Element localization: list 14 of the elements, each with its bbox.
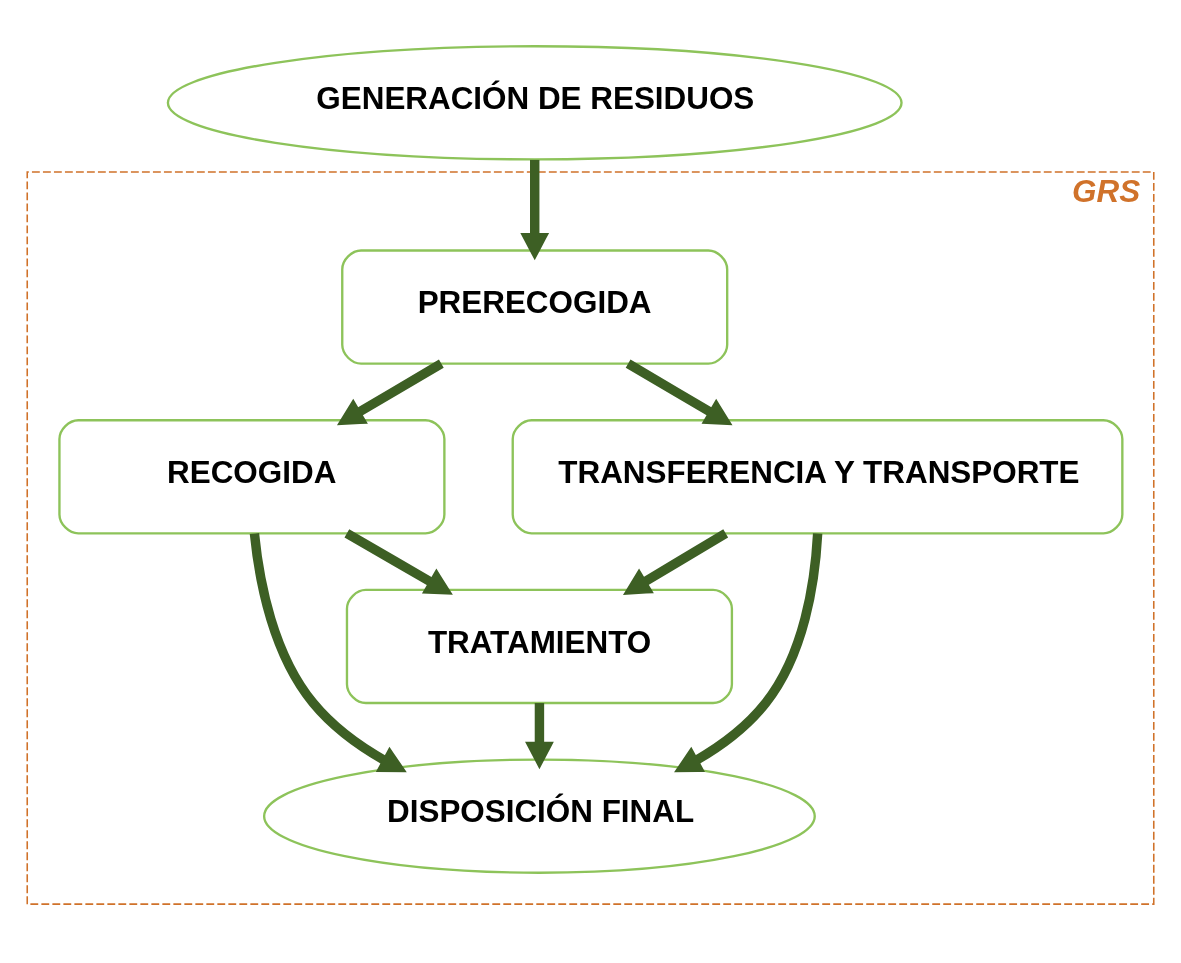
node-box: PRERECOGIDA <box>341 249 729 365</box>
arrow <box>344 529 453 595</box>
arrow <box>336 359 444 426</box>
arrow <box>622 529 729 595</box>
node-ellipse: DISPOSICIÓN FINAL <box>262 758 816 874</box>
node-ellipse: GENERACIÓN DE RESIDUOS <box>166 45 903 161</box>
arrow <box>525 703 554 770</box>
arrow <box>674 533 823 773</box>
node-box: TRANSFERENCIA Y TRANSPORTE <box>511 419 1124 535</box>
arrow <box>249 533 407 773</box>
node-box: RECOGIDA <box>58 419 446 535</box>
arrow <box>625 359 733 426</box>
arrow <box>520 159 550 261</box>
node-box: TRATAMIENTO <box>345 588 734 705</box>
